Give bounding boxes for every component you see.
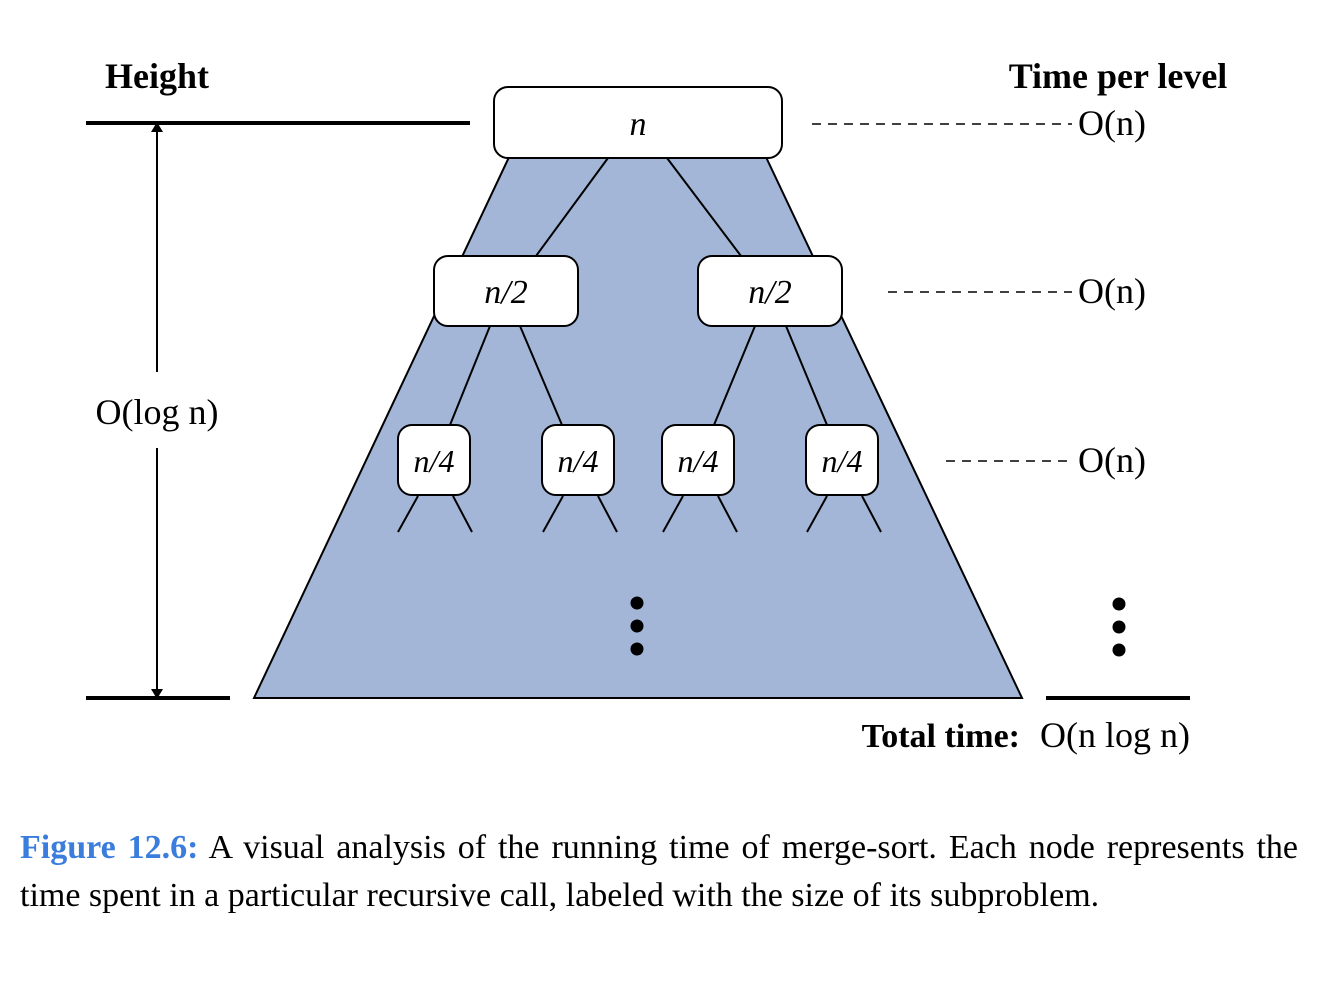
level-time-value: O(n): [1078, 271, 1146, 311]
tree-node-level2: n/4: [541, 424, 615, 496]
height-header: Height: [105, 56, 209, 96]
tree-node-level2-label: n/4: [678, 443, 719, 479]
total-time-value: O(n log n): [1040, 715, 1190, 755]
tree-node-level2: n/4: [805, 424, 879, 496]
tree-node-level1: n/2: [697, 255, 843, 327]
tree-edges: [397, 157, 882, 533]
level-time-row: O(n): [888, 271, 1146, 311]
height-label: O(log n): [96, 392, 219, 432]
figure-caption: Figure 12.6: A visual analysis of the ru…: [20, 824, 1298, 920]
time-per-level-header: Time per level: [1009, 56, 1228, 96]
tree-node-level1: n/2: [433, 255, 579, 327]
tree-node-level2: n/4: [397, 424, 471, 496]
tree-node-level1-label: n/2: [484, 274, 527, 311]
total-time-label: Total time:: [862, 718, 1020, 755]
caption-text: A visual analysis of the running time of…: [20, 829, 1299, 914]
ellipsis-vertical-icon: [630, 596, 644, 656]
level-time-row: O(n): [946, 440, 1146, 480]
tree-node-root-label: n: [630, 106, 647, 143]
merge-sort-recursion-diagram: Height O(log n) n n/2 n/2 n/4 n/4: [86, 56, 1228, 755]
level-time-row: O(n): [812, 103, 1146, 143]
level-time-value: O(n): [1078, 103, 1146, 143]
tree-node-level2-label: n/4: [558, 443, 599, 479]
ellipsis-vertical-icon: [1112, 597, 1126, 657]
tree-node-level2-label: n/4: [822, 443, 863, 479]
tree-node-level1-label: n/2: [748, 274, 791, 311]
figure-label: Figure 12.6:: [20, 829, 199, 866]
level-time-value: O(n): [1078, 440, 1146, 480]
recursion-region: [252, 154, 1024, 699]
tree-node-level2-label: n/4: [414, 443, 455, 479]
tree-node-root: n: [493, 86, 783, 159]
tree-node-level2: n/4: [661, 424, 735, 496]
